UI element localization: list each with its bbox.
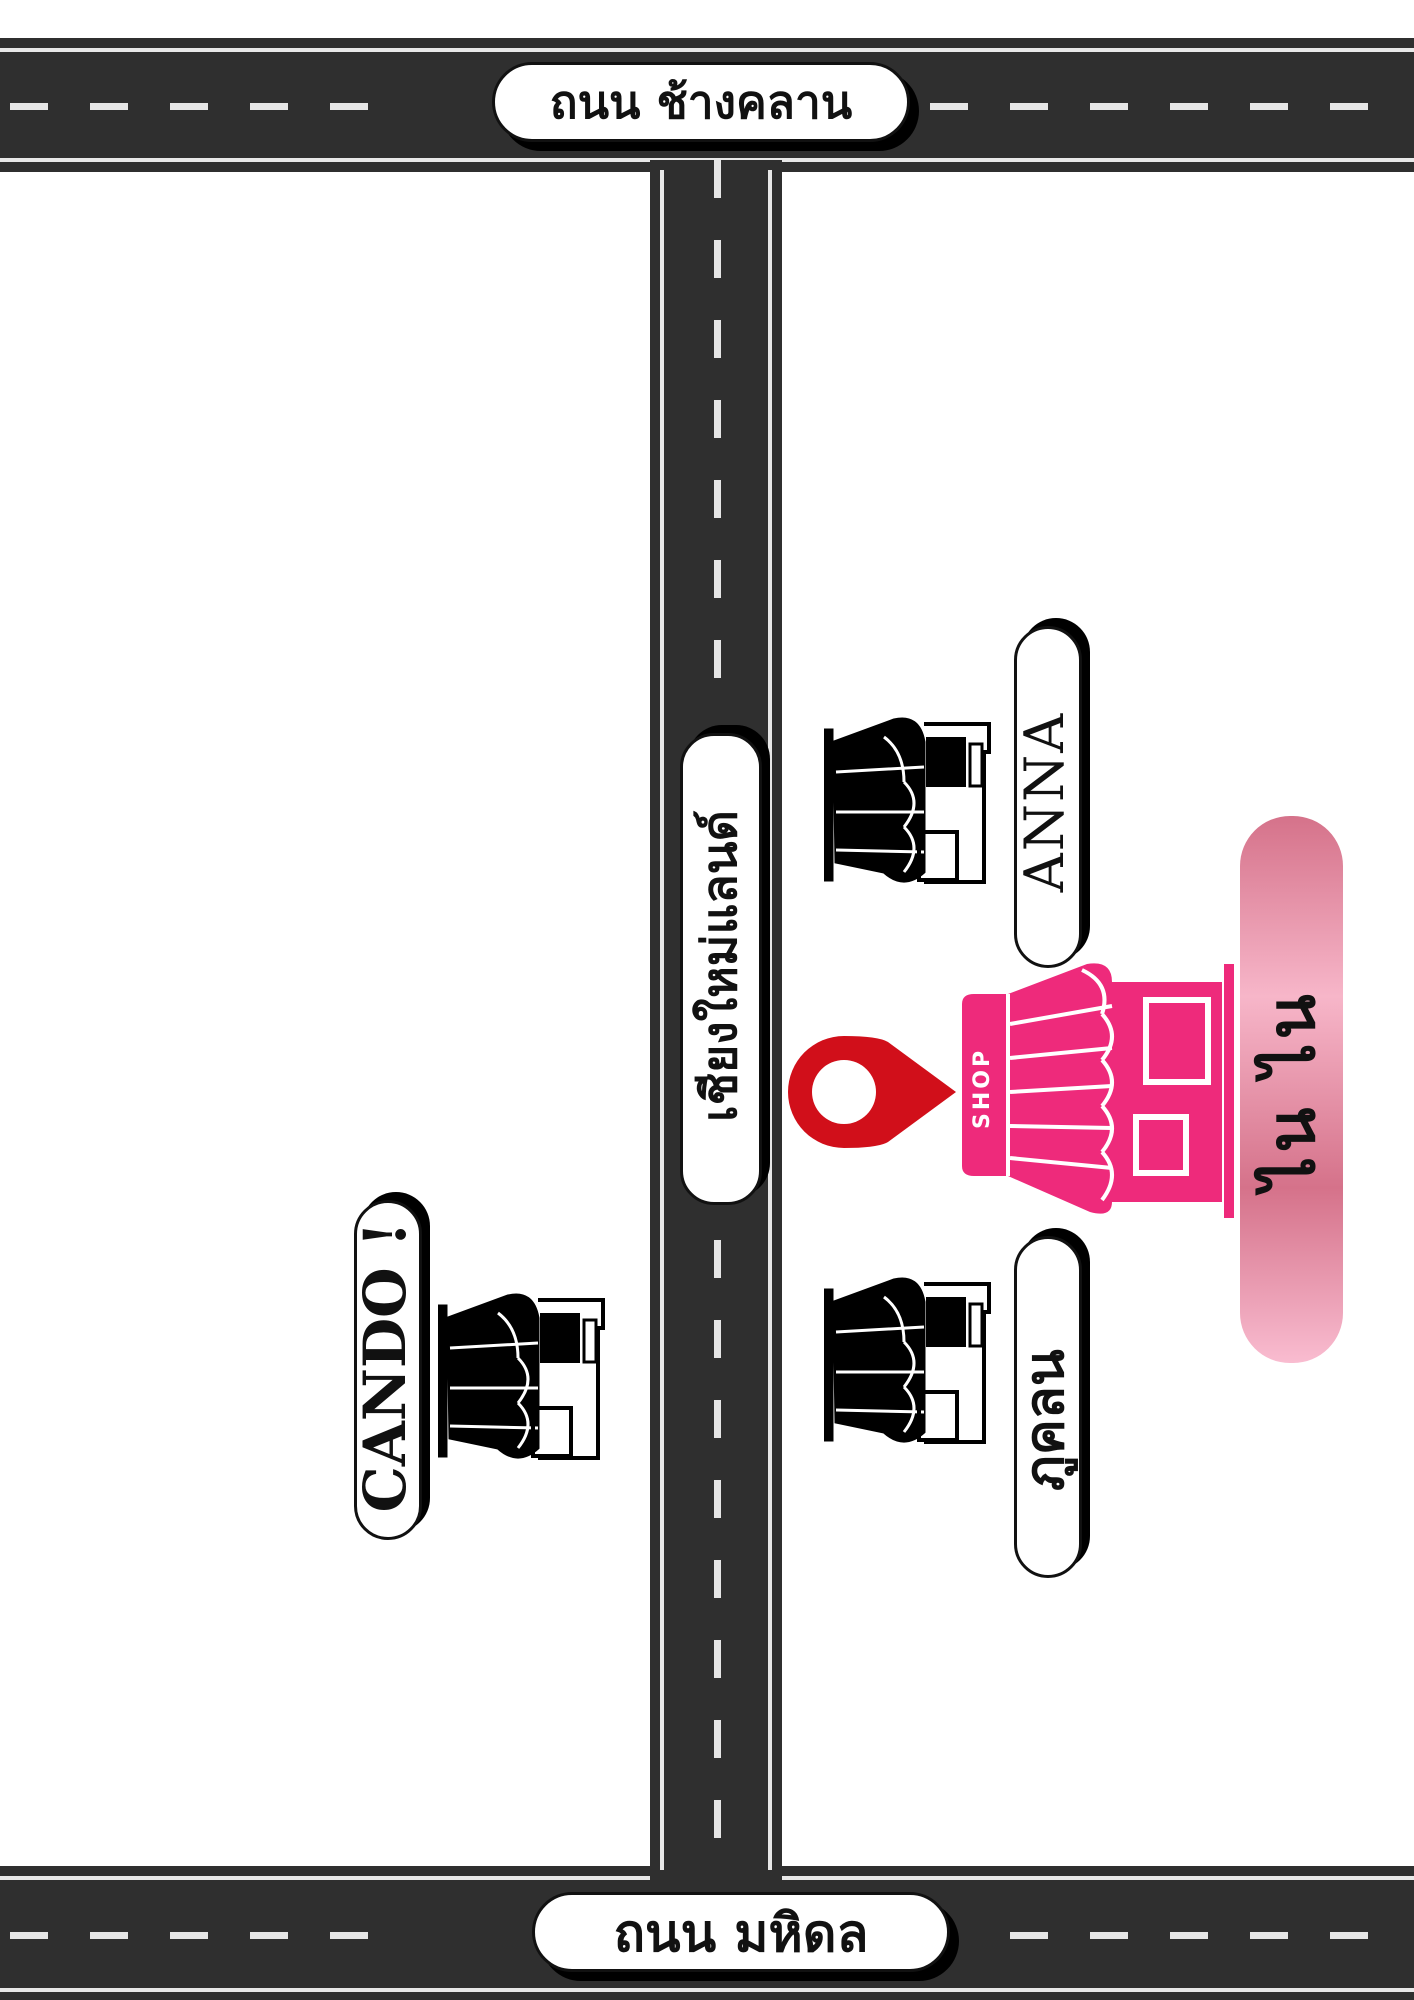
shop-icon <box>962 963 1234 1218</box>
anna-label-text: ANNA <box>1013 711 1076 893</box>
shop-icon <box>438 1293 605 1460</box>
top-road-label-text: ถนน ช้างคลาน <box>549 74 853 129</box>
road-edge <box>768 170 772 1870</box>
shop-awning-text: SHOP <box>970 1047 995 1129</box>
target-shop-label <box>1240 816 1343 1363</box>
pukhlon-label <box>1014 1236 1082 1578</box>
pukhlon-label-text: ภูคลน <box>1013 1349 1076 1491</box>
top-road-dashes <box>0 103 1414 110</box>
road-edge <box>0 48 1414 52</box>
target-shop-label-text: ไน ไน <box>1252 990 1330 1190</box>
shop-icon <box>824 717 991 884</box>
vertical-road-label-text: เชียงใหม่แลนด์ <box>692 810 748 1122</box>
location-pin-icon <box>788 1036 956 1148</box>
bottom-road-label: ถนน มหิดล <box>532 1892 950 1972</box>
cando-label-text: CANDO ! <box>351 1221 419 1513</box>
road-edge <box>660 170 664 1870</box>
top-road-label: ถนน ช้างคลาน <box>492 62 910 142</box>
shop-icon <box>824 1277 991 1444</box>
bottom-road-label-text: ถนน มหิดล <box>613 1903 869 1964</box>
vertical-road-dashes <box>714 160 721 1880</box>
vertical-road-label <box>680 733 762 1205</box>
cando-label <box>354 1200 422 1540</box>
bottom-road-dashes <box>0 1932 1414 1939</box>
anna-label <box>1014 626 1082 968</box>
road-edge <box>0 1988 1414 1992</box>
